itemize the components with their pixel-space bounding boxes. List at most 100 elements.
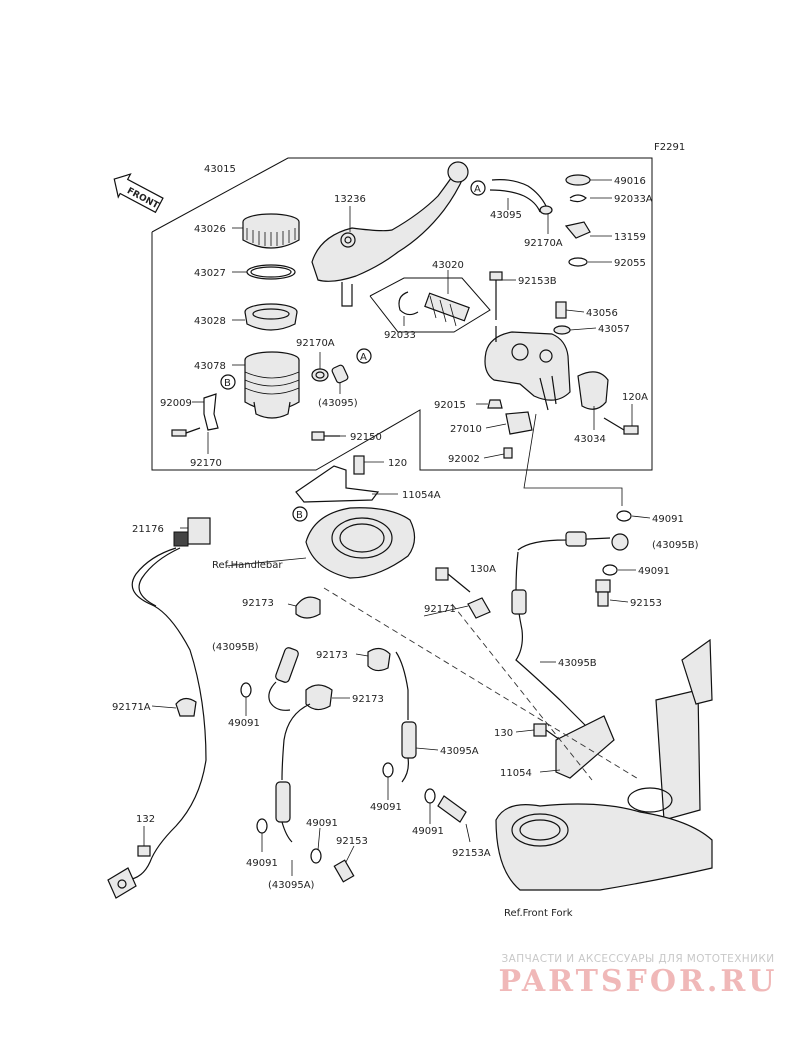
reservoir-diaphragm-ring — [246, 264, 296, 280]
reservoir-bracket — [203, 393, 219, 431]
ref-line-1 — [523, 413, 623, 506]
callout-130A: 130A — [470, 564, 496, 575]
hose-clamp-92170A-left — [311, 368, 329, 382]
brake-lever — [311, 161, 469, 307]
banjo-bolt-92153 — [595, 579, 611, 607]
hose-43095B-left — [268, 647, 299, 711]
callout-43028: 43028 — [194, 316, 226, 327]
callout-43095B-paren-l: (43095B) — [212, 642, 259, 653]
callout-13236: 13236 — [334, 194, 366, 205]
callout-92173-a: 92173 — [242, 598, 274, 609]
marker-a-1: A — [470, 180, 486, 196]
callout-49091-d: 49091 — [370, 802, 402, 813]
callout-92033A: 92033A — [614, 194, 653, 205]
leader-lines — [143, 179, 651, 876]
clip-92033A — [569, 194, 587, 203]
callout-11054: 11054 — [500, 768, 532, 779]
ref-handlebar-label: Ref.Handlebar — [212, 560, 283, 571]
callout-92153A: 92153A — [452, 848, 491, 859]
cap-49016 — [565, 174, 591, 186]
callout-92170A-left: 92170A — [296, 338, 335, 349]
washers-49091 — [240, 510, 632, 864]
bolt-92009 — [171, 427, 201, 437]
svg-text:B: B — [296, 510, 303, 521]
reservoir-cap — [242, 213, 300, 249]
hose-clamp-92170A-top — [539, 205, 553, 215]
master-cylinder-body — [484, 326, 571, 411]
callout-130: 130 — [494, 728, 513, 739]
hose-stub-43095 — [331, 364, 349, 384]
callout-43056: 43056 — [586, 308, 618, 319]
watermark-logo: PARTSFOR.RU — [498, 964, 778, 999]
clamp-92173-b — [367, 647, 391, 672]
callout-92002: 92002 — [448, 454, 480, 465]
callout-43095A-paren: (43095A) — [268, 880, 315, 891]
callout-43015: 43015 — [204, 164, 236, 175]
bolt-130 — [533, 723, 561, 741]
watermark: ЗАПЧАСТИ И АКСЕССУАРЫ ДЛЯ МОТОТЕХНИКИ PA… — [488, 953, 788, 999]
piston-kit-frame — [369, 277, 491, 333]
bolt-120A — [603, 417, 639, 435]
callout-92170: 92170 — [190, 458, 222, 469]
hose-43095-top — [489, 179, 547, 213]
hose-main — [275, 703, 311, 843]
screw-92150 — [311, 431, 340, 441]
clamp-92173-c — [305, 684, 333, 711]
callout-120A: 120A — [622, 392, 648, 403]
callout-21176: 21176 — [132, 524, 164, 535]
callout-92173-b: 92173 — [316, 650, 348, 661]
callout-92171: 92171 — [424, 604, 456, 615]
handlebar-clamp — [305, 507, 416, 579]
callout-43078: 43078 — [194, 361, 226, 372]
svg-text:B: B — [224, 378, 231, 389]
callout-43095B-paren-r: (43095B) — [652, 540, 699, 551]
oring-92055 — [568, 257, 588, 267]
callout-92173-c: 92173 — [352, 694, 384, 705]
callout-43095B: 43095B — [558, 658, 597, 669]
callout-labels: 43015 43026 43027 43028 43078 92009 9217… — [112, 164, 699, 919]
hose-43095A-upper — [395, 651, 417, 783]
callout-49091-c: 49091 — [228, 718, 260, 729]
holder-43034 — [577, 371, 609, 410]
svg-text:A: A — [360, 352, 367, 363]
fitting-13159 — [564, 221, 591, 239]
callout-43026: 43026 — [194, 224, 226, 235]
front-fork — [495, 638, 713, 891]
bracket-11054A — [295, 465, 380, 503]
callout-43034: 43034 — [574, 434, 606, 445]
reservoir-diaphragm — [244, 303, 298, 331]
ref-dash-1 — [323, 587, 641, 781]
callout-43095-top: 43095 — [490, 210, 522, 221]
callout-92015: 92015 — [434, 400, 466, 411]
svg-text:A: A — [474, 184, 481, 195]
callout-132: 132 — [136, 814, 155, 825]
callout-43057: 43057 — [598, 324, 630, 335]
hose-43095B-right — [511, 531, 629, 741]
reservoir-tank — [244, 351, 300, 419]
callout-49091-g: 49091 — [412, 826, 444, 837]
callout-49091-a: 49091 — [652, 514, 684, 525]
bolt-130A — [435, 567, 471, 593]
marker-a-2: A — [356, 348, 372, 364]
callout-92170A-top: 92170A — [524, 238, 563, 249]
callout-43020: 43020 — [432, 260, 464, 271]
callout-92171A: 92171A — [112, 702, 151, 713]
ref-front-fork-label: Ref.Front Fork — [504, 908, 573, 919]
figure-code: F2291 — [654, 142, 685, 153]
watermark-subtitle: ЗАПЧАСТИ И АКСЕССУАРЫ ДЛЯ МОТОТЕХНИКИ — [501, 953, 775, 965]
cap-43057 — [553, 325, 571, 335]
banjo-bolt-92153-lower — [333, 859, 355, 883]
callout-92153B: 92153B — [518, 276, 557, 287]
screw-92002 — [503, 447, 513, 459]
callout-92153: 92153 — [630, 598, 662, 609]
callout-49016: 49016 — [614, 176, 646, 187]
marker-b-2: B — [292, 506, 308, 522]
connector-21176 — [123, 517, 211, 881]
nut-92015 — [487, 399, 503, 409]
bolt-120 — [353, 455, 365, 475]
bolt-132 — [137, 845, 151, 857]
assembly-frame — [151, 157, 653, 471]
callout-92150: 92150 — [350, 432, 382, 443]
callout-43027: 43027 — [194, 268, 226, 279]
callout-49091-e: 49091 — [306, 818, 338, 829]
